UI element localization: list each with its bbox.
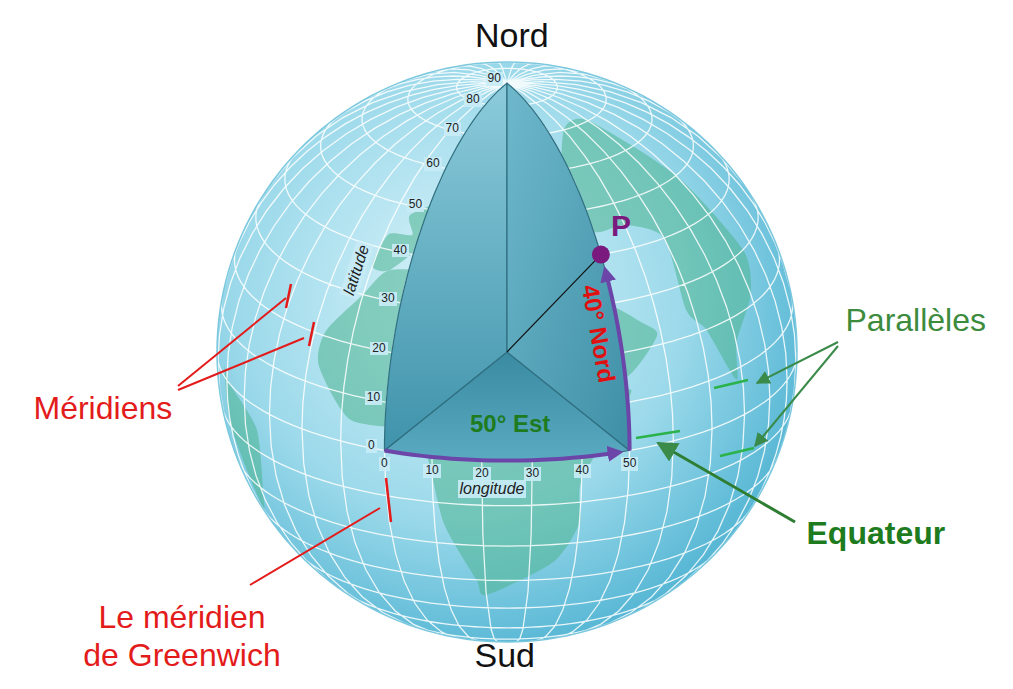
cutaway-face	[507, 83, 630, 450]
cutaway-face	[384, 83, 507, 450]
parallel-tick	[720, 448, 754, 456]
angle-label: 50° Est	[470, 410, 550, 438]
meridian-tick	[386, 478, 391, 522]
globe	[217, 62, 797, 642]
callout-label: Equateur	[807, 515, 946, 552]
callout-label: Le méridien de Greenwich	[79, 598, 285, 675]
parallel-tick	[714, 380, 748, 388]
callout-label: Méridiens	[34, 390, 173, 427]
point-marker	[592, 246, 610, 264]
leader-line	[178, 298, 286, 386]
scale-number: 10	[365, 391, 382, 405]
point-label: P	[611, 209, 631, 244]
leader-line	[178, 338, 304, 390]
pole-label: Nord	[475, 16, 549, 55]
axis-label: longitude	[458, 480, 527, 498]
scale-number: 30	[379, 292, 396, 306]
equator-tick	[636, 431, 680, 438]
scale-number: 0	[366, 439, 377, 453]
scale-number: 30	[524, 467, 541, 481]
scale-number: 10	[423, 464, 440, 478]
meridian-tick	[309, 322, 314, 346]
scale-number: 90	[486, 72, 503, 86]
meridian-tick	[286, 284, 291, 308]
globe-sphere	[217, 62, 797, 642]
graticule	[217, 62, 797, 642]
leader-line	[757, 342, 838, 383]
scale-number: 40	[392, 244, 409, 258]
scale-number: 60	[424, 157, 441, 171]
callout-label: Parallèles	[846, 302, 987, 339]
pole-label: Sud	[475, 636, 536, 675]
leader-line	[755, 346, 838, 446]
leader-lines	[178, 284, 838, 585]
scale-number: 80	[464, 93, 481, 107]
angle-arrow	[384, 450, 610, 460]
axis-label: latitude	[339, 241, 374, 300]
leader-arrow	[658, 443, 795, 522]
scale-number: 50	[407, 198, 424, 212]
scale-number: 20	[473, 467, 490, 481]
angle-label: 40° Nord	[576, 283, 620, 385]
globe-outline	[217, 62, 797, 642]
scale-number: 20	[370, 342, 387, 356]
scale-number: 70	[444, 122, 461, 136]
scale-number: 50	[621, 457, 638, 471]
scale-number: 0	[379, 457, 390, 471]
leader-line	[250, 508, 380, 585]
scale-number: 40	[574, 464, 591, 478]
